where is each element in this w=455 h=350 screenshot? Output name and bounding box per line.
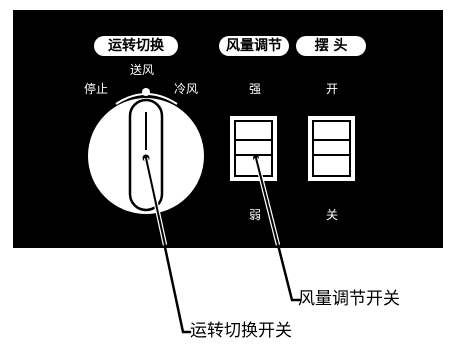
knob-label-fan: 送风 bbox=[130, 63, 155, 77]
swing-rocker-switch[interactable] bbox=[308, 116, 355, 181]
fan-speed-leader-line bbox=[254, 156, 302, 302]
fan-speed-rocker-switch[interactable] bbox=[230, 116, 277, 181]
knob-label-stop: 停止 bbox=[84, 82, 109, 96]
fan-speed-strong-label: 强 bbox=[249, 82, 262, 96]
mode-header: 运转切换 bbox=[94, 36, 178, 56]
mode-rotary-knob[interactable] bbox=[88, 98, 204, 214]
knob-position-dot bbox=[142, 88, 150, 96]
swing-off-label: 关 bbox=[326, 208, 339, 222]
knob-label-cool: 冷风 bbox=[174, 82, 199, 96]
fan-speed-header: 风量调节 bbox=[219, 36, 289, 56]
swing-header: 摆 头 bbox=[296, 36, 366, 56]
fan-speed-switch-callout: 风量调节开关 bbox=[298, 289, 400, 309]
swing-on-label: 开 bbox=[326, 82, 339, 96]
mode-switch-callout: 运转切换开关 bbox=[190, 321, 292, 341]
